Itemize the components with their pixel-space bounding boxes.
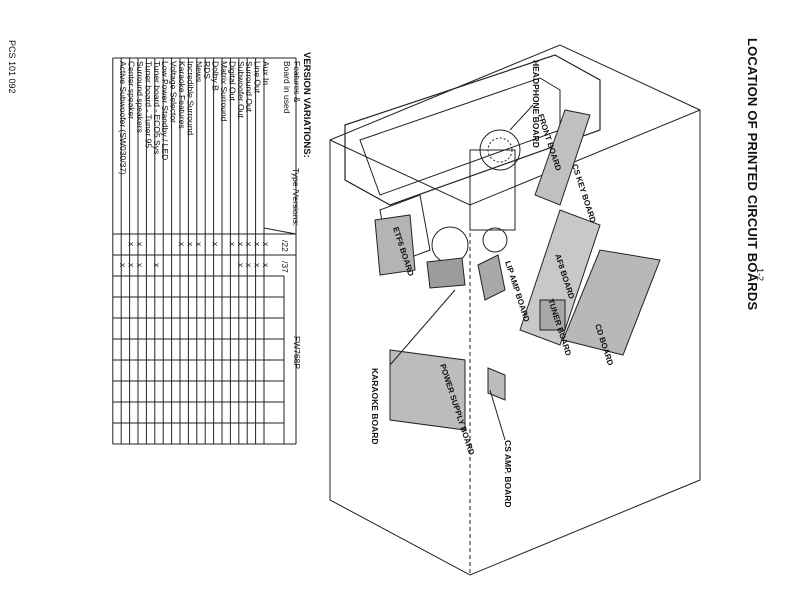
feature-mark: x	[127, 242, 137, 247]
cs-amp-board-label: CS AMP. BOARD	[503, 440, 513, 508]
feature-row-label: Digital Out	[227, 61, 237, 101]
table-grid	[112, 57, 297, 445]
feature-mark: x	[211, 242, 221, 247]
housing-outline	[329, 44, 701, 576]
front-panel-inner	[359, 77, 561, 196]
feature-row-label: Surround Out	[244, 61, 254, 113]
feature-mark: x	[261, 242, 271, 247]
feature-mark: x	[236, 263, 246, 268]
feature-row-label: Active Subwoofer (SW030/37)	[118, 61, 128, 175]
headphone-board-label: HEADPHONE BOARD	[531, 60, 541, 148]
cd-tray-dial-inner	[487, 137, 513, 163]
cs-amp-board-leader	[489, 389, 506, 441]
feature-mark: x	[177, 242, 187, 247]
feature-mark: x	[127, 263, 137, 268]
feature-mark: x	[152, 263, 162, 268]
cd-tray-dial	[479, 129, 521, 171]
feature-row-label: Tuner board - Tuner 95	[143, 61, 153, 148]
feature-mark: x	[118, 263, 128, 268]
etf6-board-shape	[374, 214, 416, 276]
jog-dial	[482, 227, 508, 253]
table-corner-diagonal	[263, 227, 297, 235]
feature-row-label: Dolby B	[211, 61, 221, 91]
feature-row-label: Voltage Selector	[169, 61, 179, 123]
feature-row-label: Matrix Surround	[219, 61, 229, 122]
karaoke-board-label: KARAOKE BOARD	[370, 368, 380, 445]
corner-features-label: Features &	[292, 61, 302, 103]
front-panel-outline	[344, 54, 601, 206]
power-supply-board-shape	[389, 349, 466, 431]
version-header: /37	[280, 261, 290, 273]
feature-mark: x	[185, 242, 195, 247]
version-header: /22	[280, 240, 290, 252]
tuner-board-shape	[539, 299, 566, 331]
feature-row-label: Incredible Surround	[185, 61, 195, 135]
karaoke-board-leader	[389, 289, 456, 366]
feature-row-label: Low Power Standby / LED	[160, 61, 170, 160]
feature-mark: x	[236, 242, 246, 247]
corner-board-label: Board in used	[282, 61, 292, 114]
feature-row-label: RDS	[202, 61, 212, 79]
headphone-board-leader	[509, 104, 534, 131]
corner-type-label: Type /Versions:	[291, 168, 301, 226]
cassette-deck	[469, 149, 516, 231]
feature-row-label: Subwoofer Out	[236, 61, 246, 118]
cd-board-shape	[562, 249, 661, 356]
feature-row-label: Aux In	[261, 61, 271, 85]
cs-key-board-shape	[534, 109, 591, 206]
feature-row-label: News	[194, 61, 204, 82]
feature-mark: x	[135, 242, 145, 247]
feature-mark: x	[135, 263, 145, 268]
feature-mark: x	[227, 242, 237, 247]
feature-row-label: Surround speakers	[135, 61, 145, 133]
feature-row-label: Tuner board - ECO5 Sys	[152, 61, 162, 154]
feature-mark: x	[244, 242, 254, 247]
feature-mark: x	[194, 242, 204, 247]
feature-row-label: Line Out	[253, 61, 263, 94]
feature-mark: x	[261, 263, 271, 268]
feature-mark: x	[253, 242, 263, 247]
feature-row-label: Center speaker	[127, 61, 137, 119]
lip-amp-board-shape	[477, 254, 506, 301]
feature-row-label: Karaoke Features	[177, 61, 187, 129]
table-text: Type /Versions: Features &Board in usedFW…	[118, 61, 302, 369]
model-label: FW768P	[292, 336, 302, 369]
karaoke-board-shape	[426, 257, 466, 289]
cs-amp-board-shape	[487, 367, 506, 401]
feature-mark: x	[253, 263, 263, 268]
feature-mark: x	[244, 263, 254, 268]
